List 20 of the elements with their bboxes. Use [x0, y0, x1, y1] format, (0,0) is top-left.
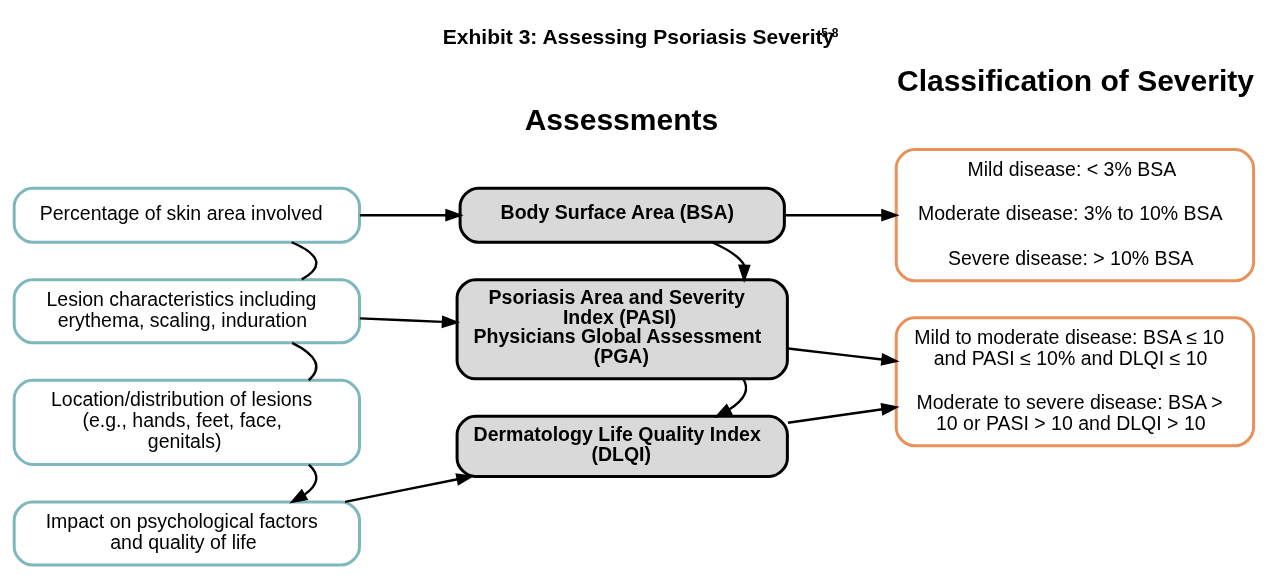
node-box: Mild to moderate disease: BSA ≤ 10 and PASI ≤ 10% and DLQI ≤ 10 Moderate to severe disease: BSA > 10 or PASI > 10 and DLQI > 10 — [894, 316, 1256, 448]
node-box: Location/distribution of lesions (e.g., hands, feet, face, genitals) — [12, 378, 361, 466]
node-box: Impact on psychological factors and quality of life — [12, 500, 361, 567]
node-box: Body Surface Area (BSA) — [458, 186, 786, 244]
arrow — [787, 403, 900, 424]
node-box: Mild disease: < 3% BSA Moderate disease: 3% to 10% BSA Severe disease: > 10% BSA — [894, 148, 1256, 283]
node-box: Psoriasis Area and Severity Index (PASI) Physicians Global Assessment (PGA) — [455, 278, 789, 381]
arrow — [787, 347, 900, 366]
label: Assessments — [524, 102, 719, 136]
arrow — [713, 378, 748, 418]
arrow — [359, 208, 464, 222]
arrow — [711, 241, 751, 283]
arrow — [359, 315, 461, 329]
label: Classification of Severity — [896, 63, 1254, 97]
node-box: Lesion characteristics including erythema, scaling, induration — [12, 278, 361, 345]
arrow — [784, 208, 900, 222]
arrow — [344, 473, 475, 504]
node-box: Dermatology Life Quality Index (DLQI) — [455, 414, 789, 478]
connector — [291, 241, 318, 281]
node-box: Percentage of skin area involved — [12, 186, 361, 244]
